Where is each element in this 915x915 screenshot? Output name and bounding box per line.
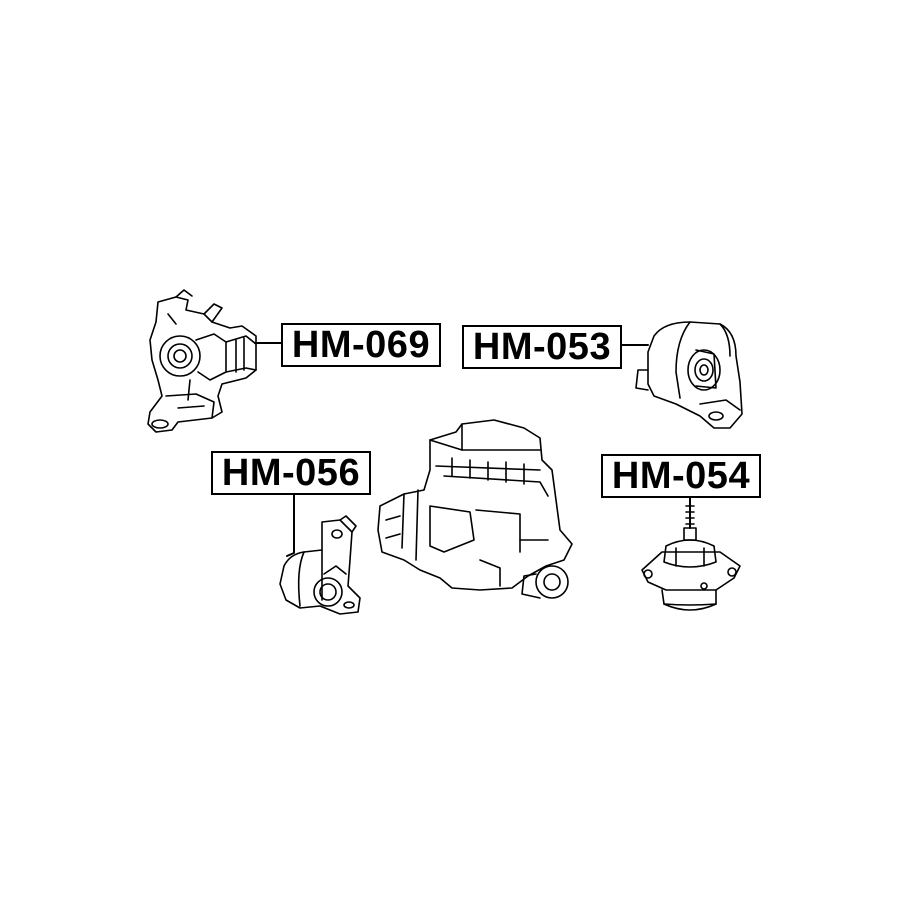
mount-053-drawing — [635, 321, 743, 429]
part-label-hm-056: HM-056 — [211, 451, 371, 495]
part-label-hm-053: HM-053 — [462, 325, 622, 369]
part-label-hm-069: HM-069 — [281, 323, 441, 367]
part-label-hm-054: HM-054 — [601, 454, 761, 498]
engine-drawing — [377, 419, 573, 599]
mount-069-drawing — [147, 289, 257, 433]
mount-054-drawing — [641, 503, 741, 611]
leader-line-056 — [286, 494, 295, 557]
mount-056-drawing — [279, 515, 361, 615]
